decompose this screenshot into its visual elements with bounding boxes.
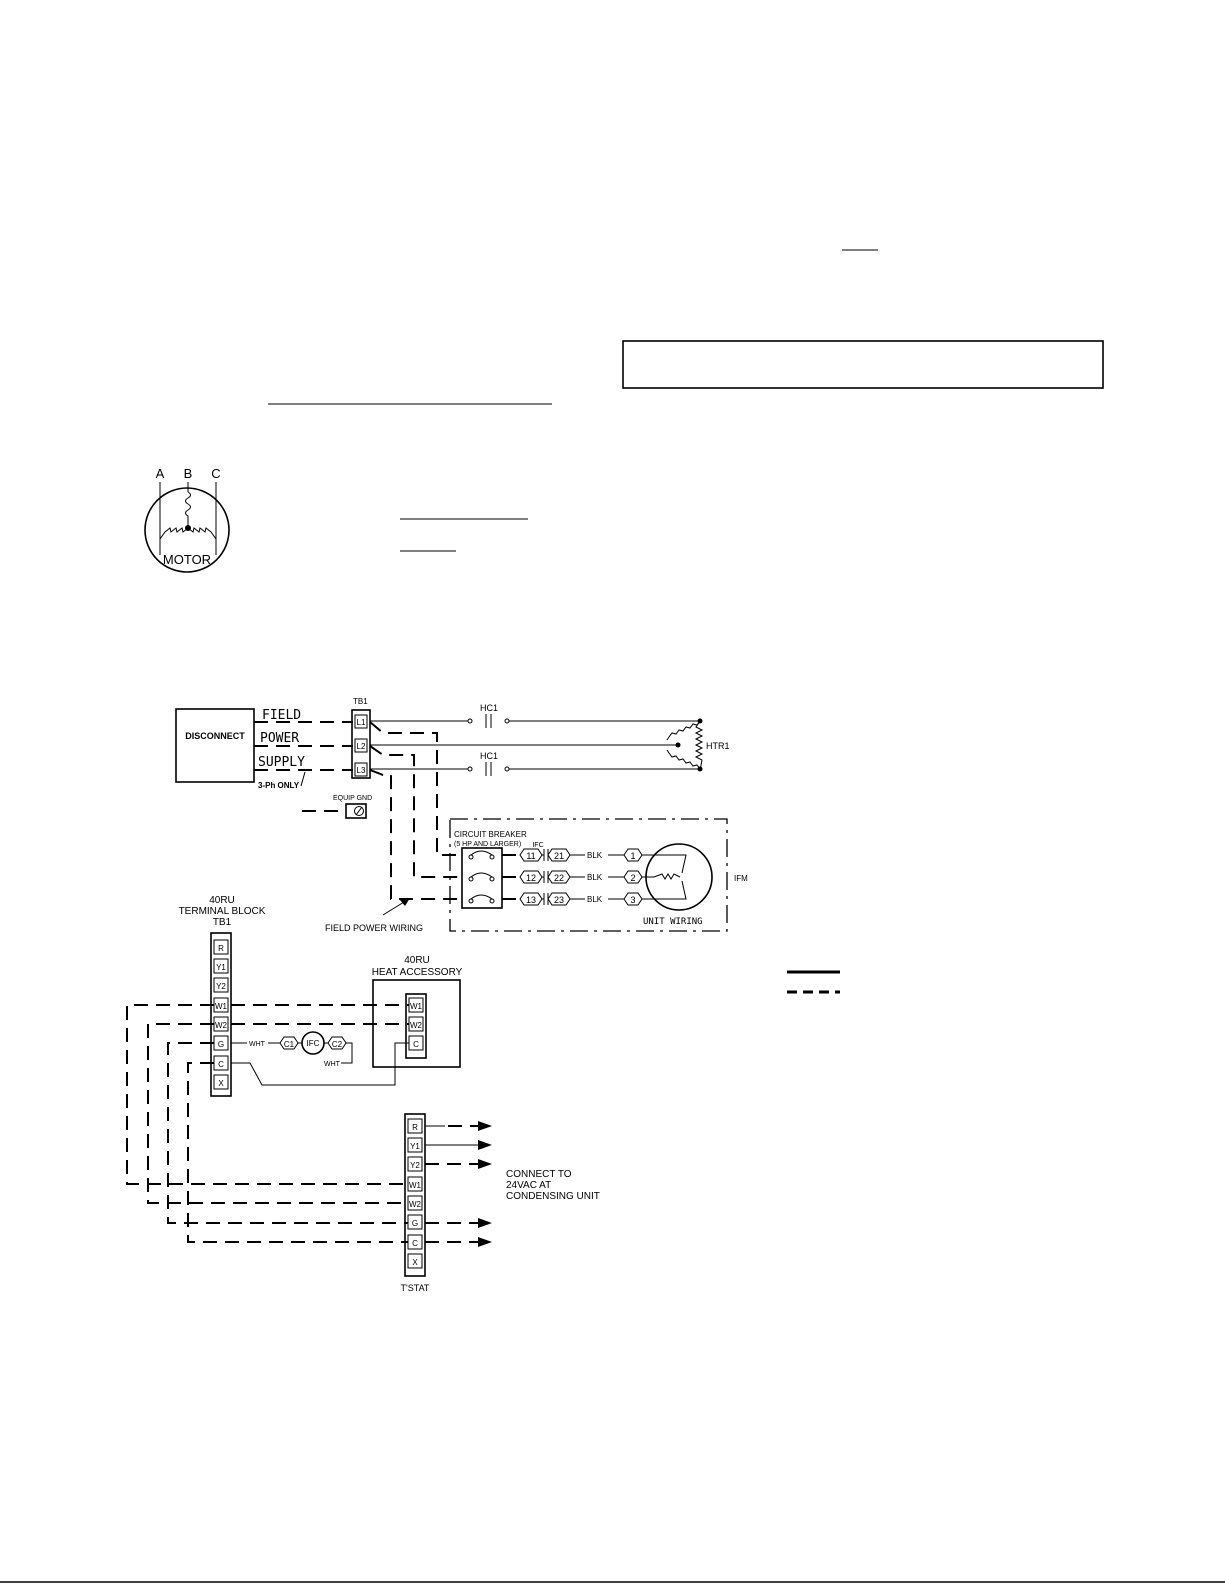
ifc-row-3: 13 23 BLK 3 bbox=[519, 892, 664, 906]
htr1-label: HTR1 bbox=[706, 741, 730, 751]
ifm-label: IFM bbox=[734, 874, 748, 883]
svg-text:BLK: BLK bbox=[587, 873, 603, 882]
svg-text:Y2: Y2 bbox=[410, 1161, 420, 1170]
circuit-breaker-note: (5 HP AND LARGER) bbox=[454, 841, 521, 848]
svg-text:W2: W2 bbox=[409, 1200, 422, 1209]
ifc-row-2: 12 22 BLK 2 bbox=[519, 870, 654, 884]
motor-terminal-a: A bbox=[156, 466, 165, 481]
svg-text:X: X bbox=[218, 1079, 224, 1088]
heat-title-1: 40RU bbox=[404, 955, 430, 966]
field-wire-l3 bbox=[369, 769, 462, 900]
tb1-l3: L3 bbox=[357, 766, 366, 775]
tb1-l2: L2 bbox=[357, 742, 366, 751]
tb-title-1: 40RU bbox=[209, 895, 235, 906]
disconnect-box bbox=[175, 708, 255, 783]
tb1-l1: L1 bbox=[357, 718, 366, 727]
svg-text:X: X bbox=[412, 1258, 418, 1267]
equip-gnd-label: EQUIP GND bbox=[333, 795, 372, 802]
tstat-label: T'STAT bbox=[401, 1283, 430, 1293]
tstat-terminals: R Y1 Y2 W1 W2 G C X bbox=[407, 1118, 423, 1269]
wire-w2-tstat bbox=[147, 1023, 408, 1204]
wire-w1-tstat bbox=[126, 1004, 408, 1185]
c2-label: C2 bbox=[332, 1040, 343, 1049]
ifc-contact-label: IFC bbox=[532, 842, 543, 849]
field-wire-l2 bbox=[369, 745, 462, 878]
power-label: POWER bbox=[260, 731, 299, 746]
condensing-unit-arrows bbox=[425, 1121, 492, 1247]
svg-text:1: 1 bbox=[630, 851, 635, 861]
breaker-contacts bbox=[468, 850, 495, 904]
svg-text:22: 22 bbox=[554, 873, 564, 883]
heat-c: C bbox=[413, 1040, 419, 1049]
c1-label: C1 bbox=[284, 1040, 295, 1049]
ifc-coil-label: IFC bbox=[307, 1039, 320, 1048]
hc1-bottom-label: HC1 bbox=[480, 751, 498, 761]
heat-w2: W2 bbox=[410, 1021, 423, 1030]
svg-text:23: 23 bbox=[554, 895, 564, 905]
disconnect-label: DISCONNECT bbox=[185, 731, 245, 741]
svg-text:C: C bbox=[218, 1060, 224, 1069]
circuit-breaker-label: CIRCUIT BREAKER bbox=[454, 830, 527, 839]
tb1-block bbox=[351, 709, 371, 779]
tb-title-3: TB1 bbox=[213, 917, 232, 928]
tb1-label: TB1 bbox=[353, 697, 368, 706]
svg-text:W1: W1 bbox=[215, 1002, 228, 1011]
motor-symbol: A B C MOTOR bbox=[144, 466, 230, 573]
ground-lug bbox=[345, 803, 367, 819]
field-label: FIELD bbox=[262, 708, 301, 723]
notice-box bbox=[622, 340, 1104, 389]
svg-text:R: R bbox=[218, 944, 224, 953]
htr1-heater bbox=[666, 718, 704, 772]
svg-text:G: G bbox=[218, 1040, 224, 1049]
three-phase-label: 3-Ph ONLY bbox=[258, 781, 300, 790]
ifm-motor bbox=[645, 843, 713, 911]
unit-wiring-label: UNIT WIRING bbox=[643, 917, 703, 927]
svg-text:W1: W1 bbox=[409, 1181, 422, 1190]
field-power-wiring-label: FIELD POWER WIRING bbox=[325, 923, 423, 933]
hc1-top-label: HC1 bbox=[480, 703, 498, 713]
svg-text:G: G bbox=[412, 1219, 418, 1228]
svg-text:BLK: BLK bbox=[587, 895, 603, 904]
svg-text:C: C bbox=[412, 1239, 418, 1248]
svg-text:BLK: BLK bbox=[587, 851, 603, 860]
svg-text:2: 2 bbox=[630, 873, 635, 883]
ifc-row-1: 11 21 BLK 1 bbox=[519, 848, 664, 862]
connect-label-3: CONDENSING UNIT bbox=[506, 1191, 600, 1202]
wht-label-2: WHT bbox=[324, 1061, 341, 1068]
tb1-terminals: R Y1 Y2 W1 W2 G C X bbox=[213, 939, 229, 1090]
heat-w1: W1 bbox=[410, 1002, 423, 1011]
motor-terminal-c: C bbox=[211, 466, 220, 481]
connect-label-2: 24VAC AT bbox=[506, 1180, 551, 1191]
motor-label: MOTOR bbox=[163, 552, 211, 567]
svg-text:13: 13 bbox=[526, 895, 536, 905]
circuit-breaker bbox=[461, 847, 503, 909]
svg-text:R: R bbox=[412, 1123, 418, 1132]
heat-accessory-terminals bbox=[405, 993, 427, 1059]
svg-text:12: 12 bbox=[526, 873, 536, 883]
motor-terminal-b: B bbox=[184, 466, 193, 481]
svg-text:21: 21 bbox=[554, 851, 564, 861]
unit-wiring-box bbox=[449, 818, 728, 932]
svg-text:W2: W2 bbox=[215, 1021, 228, 1030]
wire-c-tstat bbox=[187, 1062, 408, 1243]
field-wire-l1 bbox=[369, 721, 462, 856]
svg-text:Y1: Y1 bbox=[216, 963, 226, 972]
svg-text:3: 3 bbox=[630, 895, 635, 905]
wire-g-tstat bbox=[167, 1042, 408, 1224]
tstat-block bbox=[404, 1113, 426, 1277]
svg-text:11: 11 bbox=[526, 851, 535, 861]
svg-text:Y1: Y1 bbox=[410, 1142, 420, 1151]
heat-title-2: HEAT ACCESSORY bbox=[372, 967, 463, 978]
connect-label-1: CONNECT TO bbox=[506, 1169, 572, 1180]
terminal-block-tb1 bbox=[210, 932, 232, 1097]
supply-label: SUPPLY bbox=[258, 755, 305, 770]
wht-label-1: WHT bbox=[249, 1041, 266, 1048]
svg-text:Y2: Y2 bbox=[216, 982, 226, 991]
tb-title-2: TERMINAL BLOCK bbox=[179, 906, 266, 917]
